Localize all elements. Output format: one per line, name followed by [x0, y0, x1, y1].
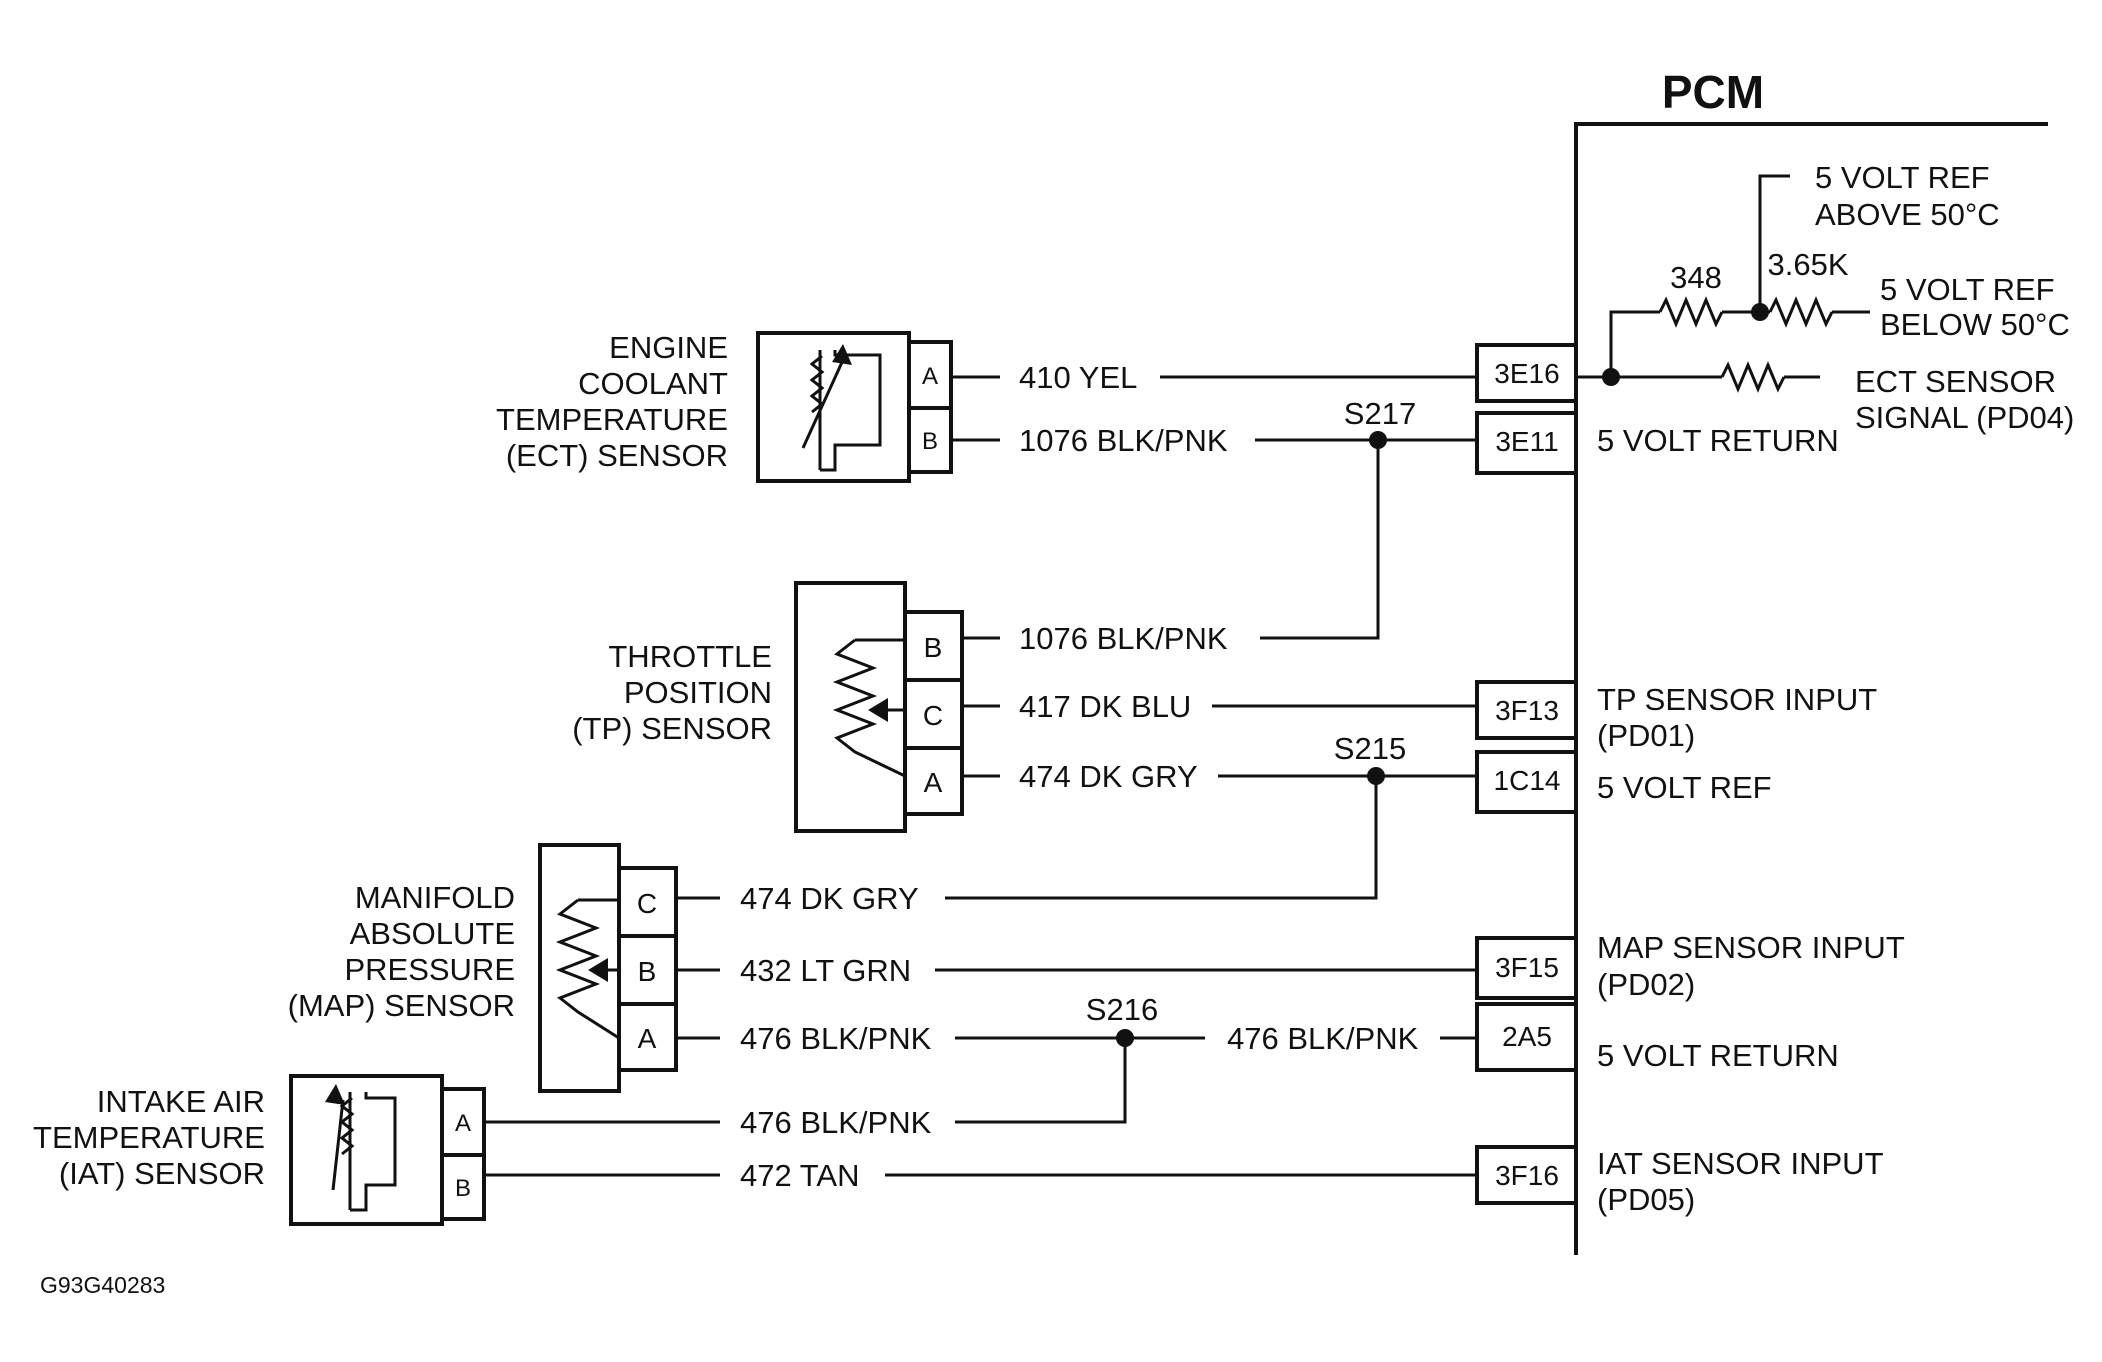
iat-pin-b: B	[455, 1175, 471, 1202]
pcm-pin-2A5: 2A5	[1475, 1002, 1578, 1072]
pcm-pin-3F13: 3F13	[1475, 680, 1578, 740]
tp-pin-b: B	[924, 632, 943, 663]
splice-s217-label: S217	[1344, 396, 1416, 431]
tp-sensor: THROTTLE POSITION (TP) SENSOR B C A	[572, 581, 964, 833]
arrow-icon	[868, 698, 888, 722]
tp-pin-c: C	[923, 700, 943, 731]
resistor-ect-signal-icon	[1720, 361, 1786, 393]
wire-label-ect-a: 410 YEL	[1019, 360, 1137, 395]
tp-pin-a: A	[924, 767, 943, 798]
iat-name-line3: (IAT) SENSOR	[59, 1156, 265, 1191]
iat-pin-a: A	[455, 1110, 471, 1137]
pin-label: 2A5	[1502, 1021, 1552, 1052]
pcm-pin-3E16: 3E16	[1475, 343, 1578, 403]
wire-label-tp-a: 474 DK GRY	[1019, 759, 1198, 794]
wire-label-iat-b: 472 TAN	[740, 1158, 859, 1193]
pcm-ect-reference-circuit: 348 3.65K 5 VOLT REF ABOVE 50°C 5 VOLT R…	[1576, 160, 2074, 435]
pcm-pin-3F15: 3F15	[1475, 936, 1578, 1000]
iat-input-label-line1: IAT SENSOR INPUT	[1597, 1146, 1884, 1181]
ref-below-label-line2: BELOW 50°C	[1880, 307, 2070, 342]
return-map-label: 5 VOLT RETURN	[1597, 1038, 1839, 1073]
wire-label-tp-b: 1076 BLK/PNK	[1019, 621, 1228, 656]
iat-name-line1: INTAKE AIR	[97, 1084, 265, 1119]
iat-name-line2: TEMPERATURE	[33, 1120, 265, 1155]
junction-dot	[1751, 303, 1769, 321]
pcm-pin-3F16: 3F16	[1475, 1145, 1578, 1205]
splice-s216-label: S216	[1086, 992, 1158, 1027]
pcm-boundary	[1574, 122, 2048, 1255]
map-name-line4: (MAP) SENSOR	[288, 988, 515, 1023]
arrow-icon	[832, 344, 852, 365]
wire-label-map-a: 476 BLK/PNK	[740, 1021, 932, 1056]
tp-input-label-line2: (PD01)	[1597, 718, 1695, 753]
arrow-icon	[325, 1084, 345, 1105]
map-sensor: MANIFOLD ABSOLUTE PRESSURE (MAP) SENSOR …	[288, 843, 678, 1093]
resistor-365k-label: 3.65K	[1767, 247, 1848, 282]
map-pin-b: B	[638, 956, 657, 987]
pin-label: 3E16	[1494, 358, 1559, 389]
arrow-icon	[588, 958, 608, 982]
wire-label-map-b: 432 LT GRN	[740, 953, 911, 988]
splice-s215-label: S215	[1334, 731, 1406, 766]
pin-label: 1C14	[1494, 765, 1561, 796]
junction-dot	[1602, 368, 1620, 386]
wire-label-iat-a: 476 BLK/PNK	[740, 1105, 932, 1140]
map-pin-a: A	[638, 1023, 657, 1054]
pin-label: 3E11	[1495, 426, 1558, 457]
wire-label-tp-c: 417 DK BLU	[1019, 689, 1191, 724]
iat-input-label-line2: (PD05)	[1597, 1182, 1695, 1217]
map-name-line3: PRESSURE	[344, 952, 515, 987]
ect-signal-label-line1: ECT SENSOR	[1855, 364, 2056, 399]
map-name-line2: ABSOLUTE	[350, 916, 515, 951]
tp-name-line3: (TP) SENSOR	[572, 711, 772, 746]
ect-name-line1: ENGINE	[609, 330, 728, 365]
ect-signal-label-line2: SIGNAL (PD04)	[1855, 400, 2074, 435]
wire-label-map-return: 476 BLK/PNK	[1227, 1021, 1419, 1056]
iat-sensor: INTAKE AIR TEMPERATURE (IAT) SENSOR A B	[33, 1074, 486, 1226]
wire-label-ect-b: 1076 BLK/PNK	[1019, 423, 1228, 458]
pcm-pin-1C14: 1C14	[1475, 750, 1578, 814]
tp-sensor-body	[794, 581, 907, 833]
ref-below-label-line1: 5 VOLT REF	[1880, 272, 2055, 307]
pcm-module: PCM 3E16 3E11 3F13 1C14 3F15 2A5	[1475, 66, 2074, 1255]
wires: 410 YEL 1076 BLK/PNK S217 1076 BLK/PNK 4…	[484, 360, 1477, 1193]
ect-name-line3: TEMPERATURE	[496, 402, 728, 437]
tp-input-label-line1: TP SENSOR INPUT	[1597, 682, 1877, 717]
ref-above-label-line1: 5 VOLT REF	[1815, 160, 1990, 195]
ect-name-line2: COOLANT	[578, 366, 728, 401]
pcm-pin-3E11: 3E11	[1475, 411, 1578, 475]
tp-name-line1: THROTTLE	[608, 639, 772, 674]
wire-label-map-c: 474 DK GRY	[740, 881, 919, 916]
resistor-348-label: 348	[1670, 260, 1722, 295]
pin-label: 3F15	[1495, 952, 1559, 983]
map-pin-c: C	[637, 888, 657, 919]
figure-code: G93G40283	[40, 1272, 165, 1298]
ect-name-line4: (ECT) SENSOR	[506, 438, 728, 473]
ect-pin-a: A	[922, 363, 938, 390]
map-input-label-line1: MAP SENSOR INPUT	[1597, 930, 1905, 965]
ect-pin-b: B	[922, 428, 938, 455]
ref-5v-label: 5 VOLT REF	[1597, 770, 1772, 805]
pin-label: 3F16	[1495, 1160, 1559, 1191]
resistor-365k-icon	[1768, 296, 1834, 328]
pin-label: 3F13	[1495, 695, 1559, 726]
map-name-line1: MANIFOLD	[355, 880, 515, 915]
map-input-label-line2: (PD02)	[1597, 967, 1695, 1002]
ref-above-label-line2: ABOVE 50°C	[1815, 197, 2000, 232]
resistor-348-icon	[1658, 296, 1724, 328]
ect-sensor: ENGINE COOLANT TEMPERATURE (ECT) SENSOR …	[496, 330, 953, 483]
tp-name-line2: POSITION	[624, 675, 772, 710]
return-ect-label: 5 VOLT RETURN	[1597, 423, 1839, 458]
pcm-title: PCM	[1662, 66, 1764, 118]
